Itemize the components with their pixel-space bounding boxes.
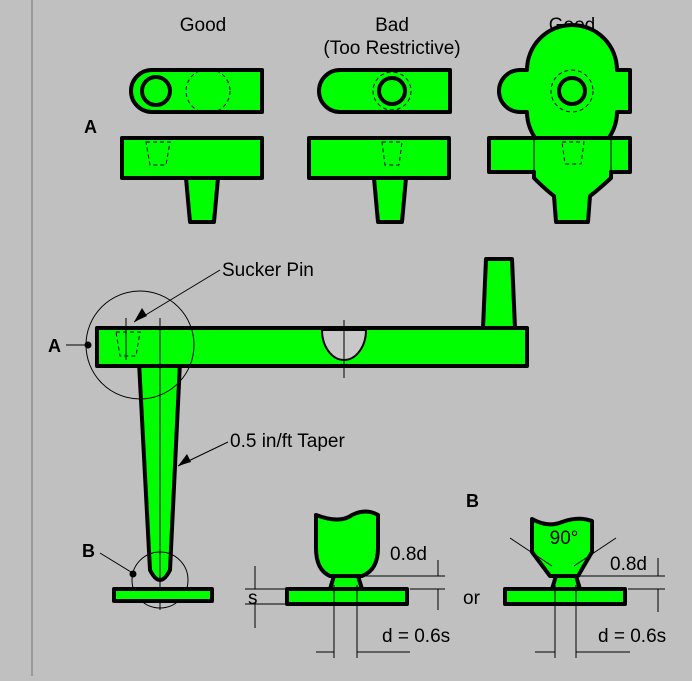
section-view-bad — [307, 136, 451, 224]
header-good-left: Good — [180, 15, 226, 36]
label-taper: 0.5 in/ft Taper — [230, 431, 345, 452]
plan-view-good-left — [129, 68, 264, 114]
label-b-main: B — [82, 541, 95, 561]
label-angle: 90° — [550, 528, 579, 549]
header-bad: Bad — [375, 15, 409, 36]
dim-height-left: 0.8d — [390, 544, 427, 565]
label-a-top: A — [84, 117, 97, 137]
detail-countersunk-head — [503, 516, 665, 658]
leader-b — [99, 552, 132, 573]
dim-diameter-right: d = 0.6s — [598, 626, 666, 647]
section-view-good-left — [120, 136, 264, 224]
dim-s: s — [248, 588, 258, 609]
dim-height-right: 0.8d — [610, 554, 647, 575]
label-a-main: A — [48, 336, 61, 356]
detail-round-head — [245, 509, 445, 658]
leader-sucker-pin — [133, 269, 221, 323]
dim-diameter-left: d = 0.6s — [382, 626, 450, 647]
arrow-taper — [178, 454, 191, 466]
arrow-sucker-pin — [134, 308, 147, 322]
label-or: or — [463, 588, 481, 609]
label-sucker-pin: Sucker Pin — [222, 260, 314, 281]
header-bad-note: (Too Restrictive) — [323, 38, 460, 59]
label-b-right: B — [466, 491, 479, 511]
section-view-good-right — [487, 136, 632, 224]
ejector-bar-assembly — [84, 257, 529, 610]
plan-view-bad — [317, 68, 452, 114]
